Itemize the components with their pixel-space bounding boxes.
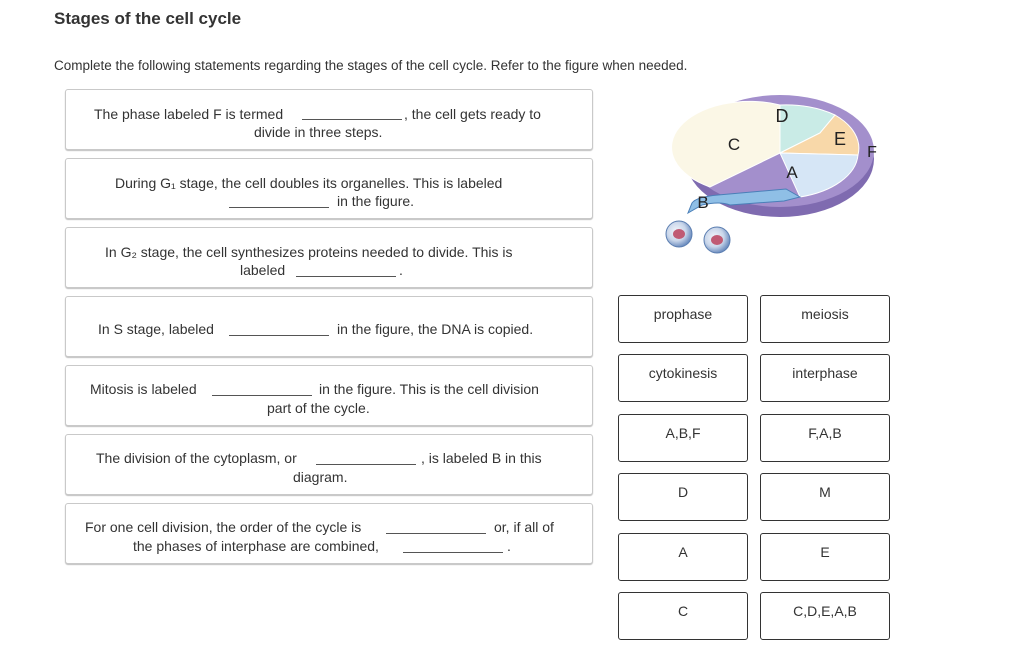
statement-7-text-a: For one cell division, the order of the … [85, 519, 362, 535]
statement-1-text-a: The phase labeled F is termed [94, 106, 284, 122]
drop-zone-6[interactable] [316, 464, 416, 465]
statement-6: The division of the cytoplasm, or , is l… [65, 434, 593, 495]
drop-zone-3[interactable] [296, 276, 396, 277]
statement-7: For one cell division, the order of the … [65, 503, 593, 564]
statement-7-text-c: the phases of interphase are combined, [133, 538, 379, 554]
answer-tile-cytokinesis[interactable]: cytokinesis [618, 354, 748, 402]
statement-7-text-d: . [507, 538, 511, 554]
statement-7-text-b: or, if all of [494, 519, 554, 535]
statement-3-text-a: In G₂ stage, the cell synthesizes protei… [105, 244, 513, 260]
answer-tile-cdeab[interactable]: C,D,E,A,B [760, 592, 890, 640]
tile-label: D [677, 484, 689, 500]
sector-e [779, 114, 860, 156]
tile-label: C,D,E,A,B [793, 603, 857, 619]
statement-1-text-c: divide in three steps. [254, 124, 383, 140]
statement-6-text-a: The division of the cytoplasm, or [96, 450, 297, 466]
label-e: E [834, 129, 846, 149]
answer-tile-interphase[interactable]: interphase [760, 354, 890, 402]
statement-3-text-c: . [399, 262, 403, 278]
statement-4: In S stage, labeled in the figure, the D… [65, 296, 593, 357]
tile-label: interphase [792, 365, 858, 381]
answer-tile-prophase[interactable]: prophase [618, 295, 748, 343]
tile-label: C [677, 603, 689, 619]
answer-tile-abf[interactable]: A,B,F [618, 414, 748, 462]
answer-tile-a[interactable]: A [618, 533, 748, 581]
instructions: Complete the following statements regard… [54, 58, 688, 73]
label-b: B [697, 193, 708, 212]
statement-2-text-a: During G₁ stage, the cell doubles its or… [115, 175, 503, 191]
tile-label: cytokinesis [648, 365, 718, 381]
cell-cycle-figure: C D E F A B [665, 95, 877, 254]
answer-tile-fab[interactable]: F,A,B [760, 414, 890, 462]
tile-label: prophase [653, 306, 713, 322]
tile-label: A,B,F [665, 425, 701, 441]
statement-2: During G₁ stage, the cell doubles its or… [65, 158, 593, 219]
answer-tile-c[interactable]: C [618, 592, 748, 640]
statement-5-text-b: in the figure. This is the cell division [319, 381, 539, 397]
tile-label: A [678, 544, 688, 560]
sector-a [779, 152, 859, 198]
drop-zone-8[interactable] [403, 552, 503, 553]
answer-tile-meiosis[interactable]: meiosis [760, 295, 890, 343]
drop-zone-1[interactable] [302, 119, 402, 120]
statement-3-text-b: labeled [240, 262, 286, 278]
drop-zone-2[interactable] [229, 207, 329, 208]
statement-6-text-c: diagram. [293, 469, 348, 485]
statement-5-text-a: Mitosis is labeled [90, 381, 197, 397]
tile-label: E [820, 544, 830, 560]
label-d: D [776, 106, 789, 126]
page-title: Stages of the cell cycle [54, 9, 242, 28]
statement-5-text-c: part of the cycle. [267, 400, 370, 416]
statement-1: The phase labeled F is termed , the cell… [65, 89, 593, 150]
drop-zone-4[interactable] [229, 335, 329, 336]
tile-label: M [819, 484, 831, 500]
label-a: A [786, 163, 798, 182]
answer-tile-e[interactable]: E [760, 533, 890, 581]
statement-4-text-a: In S stage, labeled [98, 321, 214, 337]
statement-6-text-b: , is labeled B in this [421, 450, 542, 466]
statement-4-text-b: in the figure, the DNA is copied. [337, 321, 534, 337]
statement-2-text-b: in the figure. [337, 193, 415, 209]
statement-3: In G₂ stage, the cell synthesizes protei… [65, 227, 593, 288]
answer-tile-m[interactable]: M [760, 473, 890, 521]
tile-label: meiosis [801, 306, 849, 322]
sector-c [671, 100, 781, 188]
tile-label: F,A,B [808, 425, 842, 441]
cytokinesis-arrow [687, 188, 802, 215]
statement-1-text-b: , the cell gets ready to [404, 106, 541, 122]
daughter-nucleus-2 [711, 235, 723, 245]
answer-tile-d[interactable]: D [618, 473, 748, 521]
statement-5: Mitosis is labeled in the figure. This i… [65, 365, 593, 426]
daughter-nucleus-1 [673, 229, 685, 239]
drop-zone-5[interactable] [212, 395, 312, 396]
drop-zone-7[interactable] [386, 533, 486, 534]
label-f: F [867, 144, 877, 161]
label-c: C [728, 135, 740, 154]
